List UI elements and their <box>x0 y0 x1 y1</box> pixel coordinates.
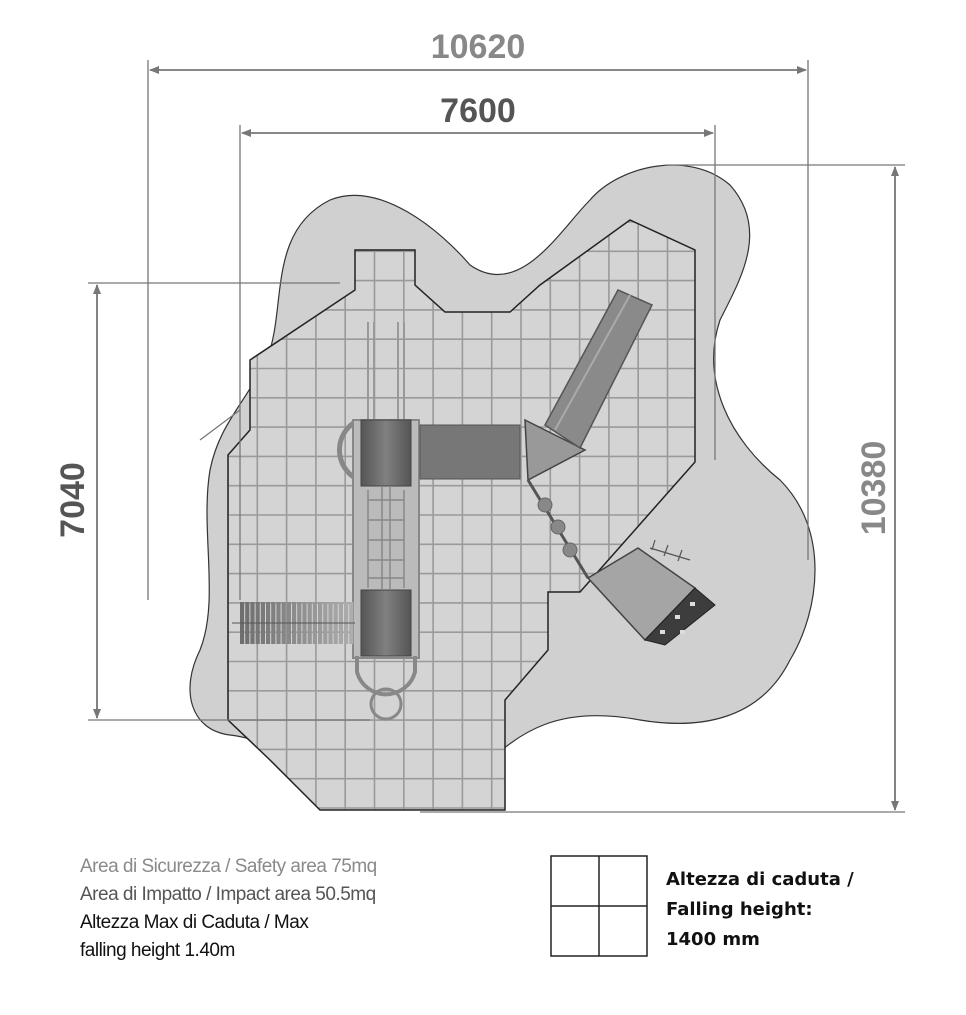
ring-handle <box>369 687 403 721</box>
climbing-poles <box>367 322 405 420</box>
dimension-extension-lines <box>88 60 905 813</box>
platform-railing <box>649 539 691 562</box>
legend-max-falling-line2: falling height 1.40m <box>80 940 235 961</box>
grid-key-line3: 1400 mm <box>666 929 760 950</box>
legend-safety-area: Area di Sicurezza / Safety area 75mq <box>80 856 377 877</box>
dimension-lines <box>93 66 899 811</box>
handrail-arch <box>336 419 357 481</box>
legend-max-falling-line1: Altezza Max di Caduta / Max <box>80 912 309 933</box>
climbing-holds <box>660 602 695 634</box>
play-equipment <box>232 289 716 721</box>
dim-label-inner-height: 7040 <box>54 462 92 538</box>
grid-key-line1: Altezza di caduta / <box>666 869 854 890</box>
legend-max-falling-height: Altezza Max di Caduta / Max falling heig… <box>80 909 440 965</box>
stepping-discs <box>537 497 578 558</box>
slide <box>544 289 654 450</box>
net-ladder <box>367 486 405 590</box>
tower-roof-bottom <box>360 589 412 657</box>
dim-label-overall-width: 10620 <box>431 28 526 66</box>
dim-label-inner-width: 7600 <box>440 92 516 130</box>
legend-impact-area: Area di Impatto / Impact area 50.5mq <box>80 884 376 905</box>
grid-key-line2: Falling height: <box>666 899 813 920</box>
grid-key-icon <box>550 855 648 957</box>
bridge <box>419 424 521 480</box>
triangle-platform <box>524 418 587 482</box>
handrail-arch-bottom <box>355 656 417 697</box>
dim-label-overall-height: 10380 <box>855 441 893 536</box>
grid-key-label: Altezza di caduta / Falling height: 1400… <box>666 865 854 955</box>
tower-roof-top <box>360 419 412 487</box>
